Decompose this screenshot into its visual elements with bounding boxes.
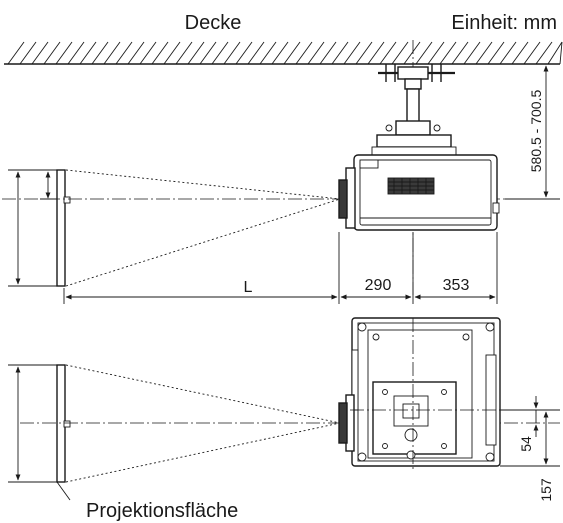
side-view: 580.5 - 700.5 L 290 353 (2, 40, 560, 304)
ceiling-hatch (4, 41, 563, 65)
offset-large-label: 157 (538, 478, 554, 502)
unit-label: Einheit: mm (451, 12, 557, 34)
ceiling-label: Decke (185, 12, 242, 34)
distance-l-label: L (244, 279, 253, 296)
projector-bottom (338, 317, 540, 470)
drop-dimension-label: 580.5 - 700.5 (528, 90, 544, 173)
rear-dimension-label: 353 (443, 277, 470, 294)
bottom-view: 54 157 (8, 317, 560, 502)
front-dimension-label: 290 (365, 277, 392, 294)
screen-side (56, 169, 66, 287)
offset-small-label: 54 (518, 436, 534, 452)
projector-side (338, 154, 500, 231)
screen-label: Projektionsfläche (86, 500, 238, 522)
